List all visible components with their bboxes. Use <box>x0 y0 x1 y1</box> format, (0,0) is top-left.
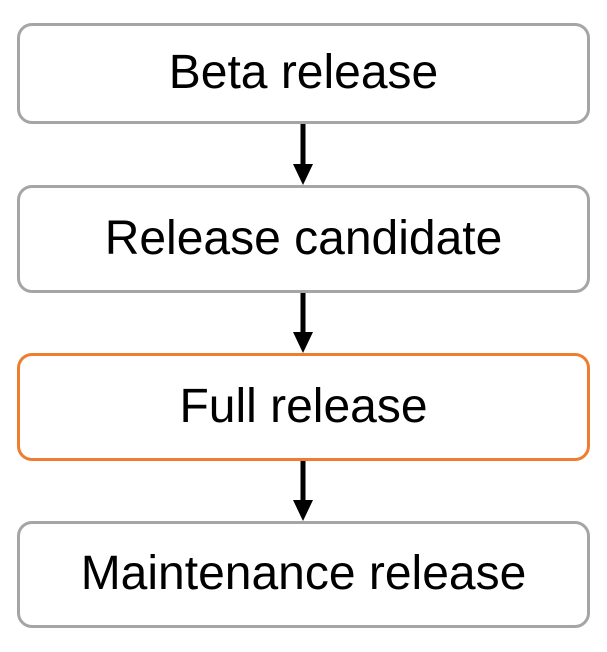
flow-node-label: Beta release <box>168 46 439 100</box>
arrow-down-icon <box>293 461 313 521</box>
flow-node-label: Maintenance release <box>80 547 527 601</box>
flow-connector-release-candidate-to-full-release <box>281 293 325 353</box>
flow-node-label: Full release <box>179 379 428 433</box>
flow-node-release-candidate[interactable]: Release candidate <box>17 185 590 293</box>
flow-node-beta-release[interactable]: Beta release <box>17 23 590 124</box>
flow-connector-full-release-to-maintenance-release <box>281 461 325 521</box>
flow-node-maintenance-release[interactable]: Maintenance release <box>17 521 590 628</box>
arrow-down-icon <box>293 293 313 353</box>
flow-node-full-release[interactable]: Full release <box>17 353 590 461</box>
flow-connector-beta-to-release-candidate <box>281 124 325 185</box>
flow-node-label: Release candidate <box>104 211 503 265</box>
arrow-down-icon <box>293 124 313 185</box>
